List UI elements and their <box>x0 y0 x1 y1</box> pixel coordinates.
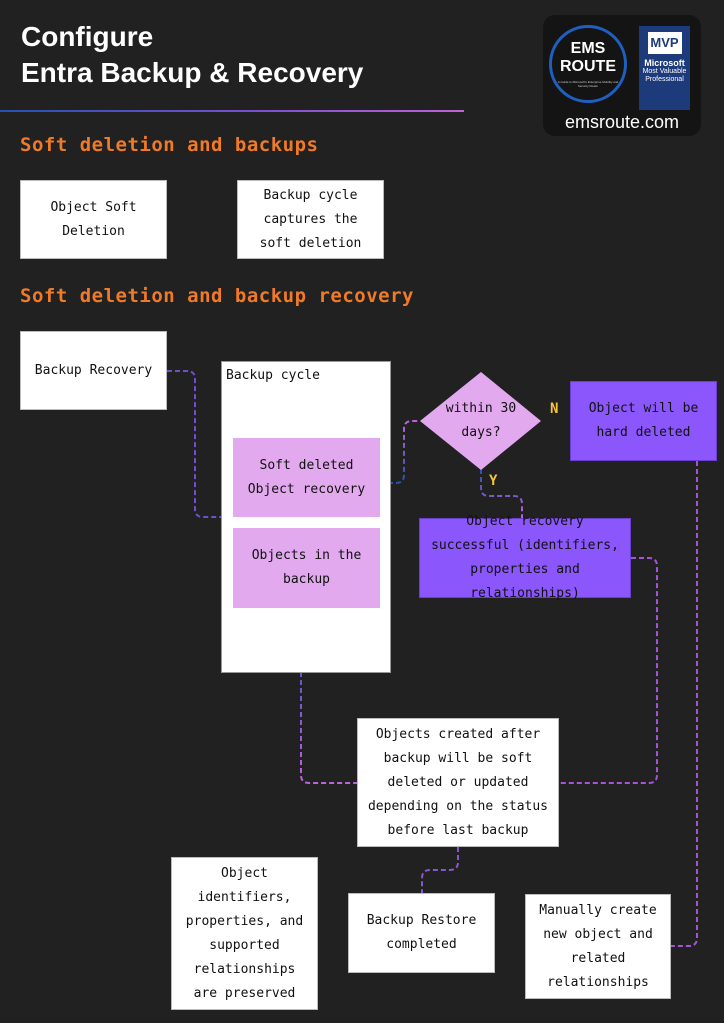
connector-recovery-to-decision <box>380 420 420 484</box>
logo-url: emsroute.com <box>564 112 680 132</box>
brand-tagline: A Guide to Microsoft's Enterprise Mobili… <box>557 80 619 88</box>
connector-recovery-to-cycle <box>167 370 222 518</box>
section-heading-backup-recovery: Soft deletion and backup recovery <box>20 285 414 307</box>
node-hard-deleted: Object will be hard deleted <box>570 381 717 461</box>
node-backup-restore-completed: Backup Restore completed <box>348 893 495 973</box>
connector-yes <box>480 469 523 518</box>
connector-success-to-created <box>558 557 658 784</box>
decision-label: within 30 days? <box>445 401 517 440</box>
yes-label: Y <box>489 473 498 489</box>
no-label: N <box>550 401 559 417</box>
title-divider <box>0 110 464 112</box>
backup-cycle-container: Backup cycle <box>221 361 391 673</box>
page-title-line2: Entra Backup & Recovery <box>21 57 364 88</box>
mvp-company: Microsoft <box>644 58 685 68</box>
node-manually-create: Manually create new object and related r… <box>525 894 671 999</box>
emsroute-badge: EMS ROUTE A Guide to Microsoft's Enterpr… <box>549 25 627 103</box>
decision-diamond <box>420 372 541 470</box>
node-recovery-successful: Object recovery successful (identifiers,… <box>419 514 631 601</box>
node-objects-in-backup: Objects in the backup <box>233 528 380 608</box>
mvp-diamond-icon: MVP <box>647 32 682 54</box>
emsroute-logo: EMS ROUTE A Guide to Microsoft's Enterpr… <box>543 15 701 136</box>
page-title-line1: Configure <box>21 21 154 52</box>
mvp-badge: MVP Microsoft Most Valuable Professional <box>639 26 690 110</box>
node-object-soft-deletion: Object Soft Deletion <box>20 180 167 259</box>
section-heading-soft-deletion: Soft deletion and backups <box>20 134 319 156</box>
brand-line2: ROUTE <box>560 58 616 75</box>
connector-backup-to-created <box>300 608 357 784</box>
connector-created-to-restore <box>421 847 459 893</box>
brand-line1: EMS <box>570 40 606 57</box>
mvp-text: Most Valuable Professional <box>642 68 687 83</box>
node-backup-cycle-captures: Backup cycle captures the soft deletion <box>237 180 384 259</box>
connector-harddelete-to-manual <box>671 461 698 947</box>
node-soft-deleted-recovery: Soft deleted Object recovery <box>233 438 380 517</box>
node-preserved: Object identifiers, properties, and supp… <box>171 857 318 1010</box>
node-objects-created-after: Objects created after backup will be sof… <box>357 718 559 847</box>
backup-cycle-label: Backup cycle <box>226 368 320 383</box>
node-backup-recovery: Backup Recovery <box>20 331 167 410</box>
